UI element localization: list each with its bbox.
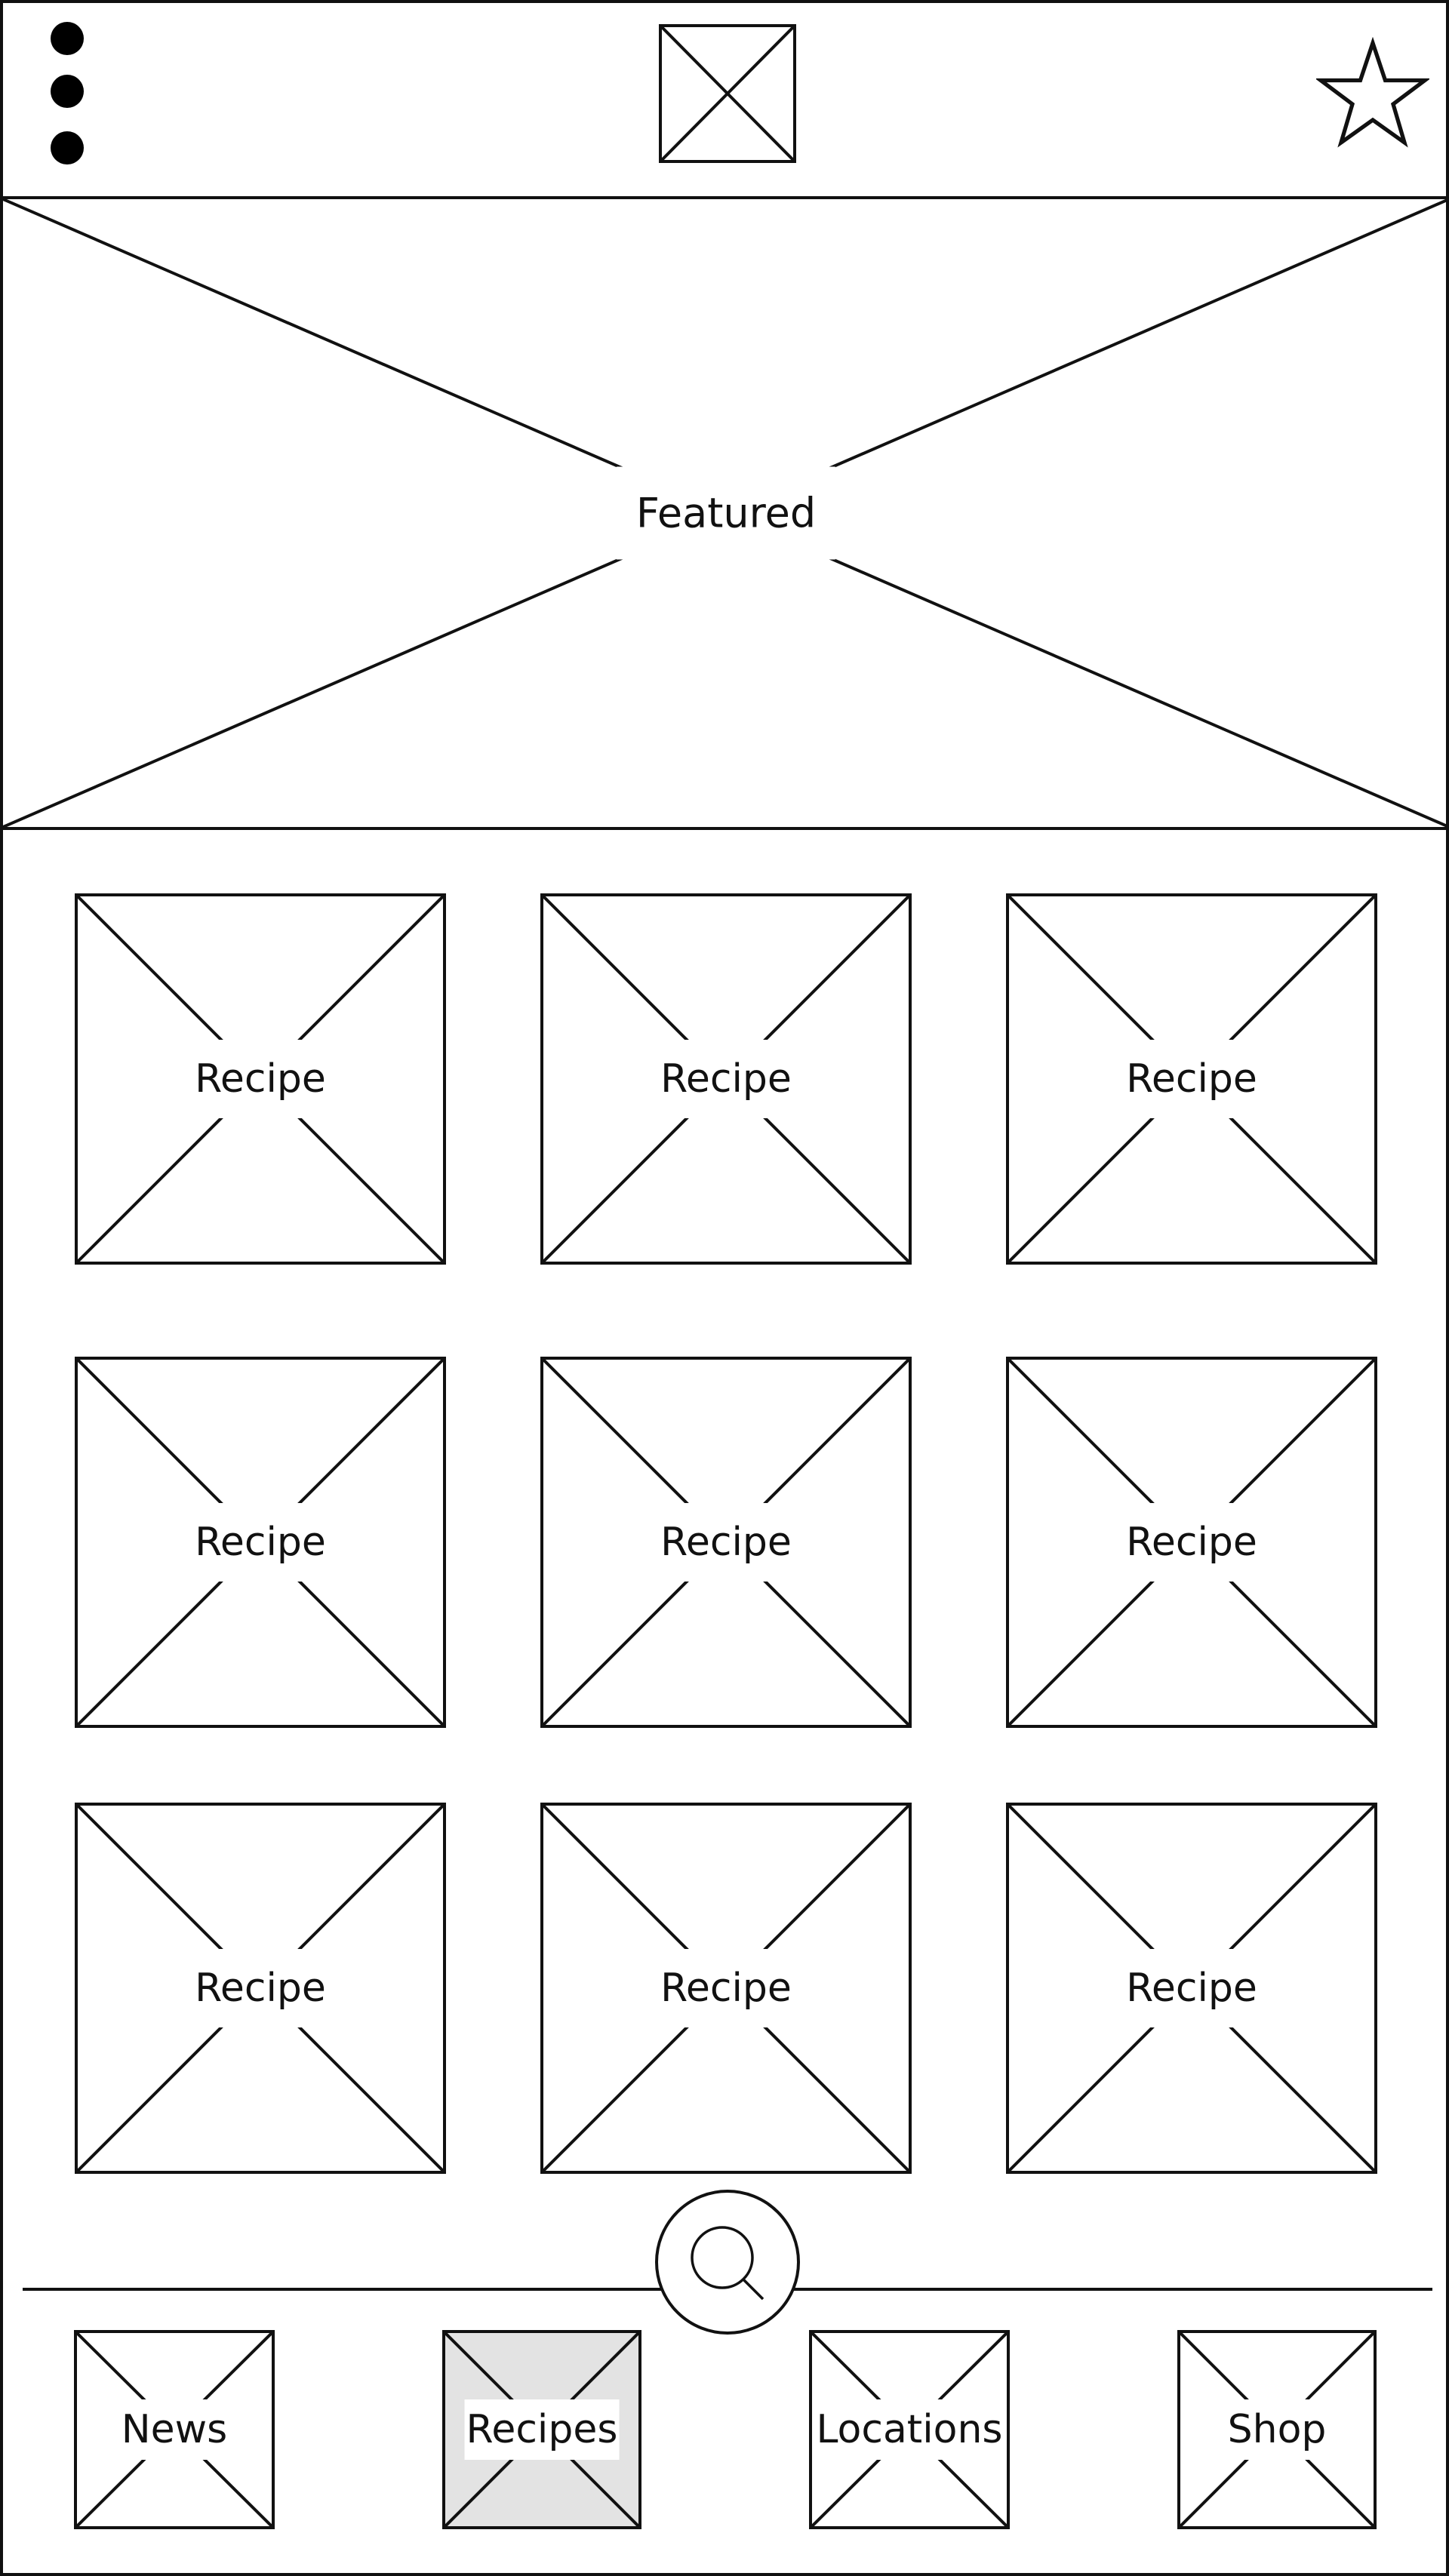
image-placeholder-icon <box>662 27 793 160</box>
recipe-label: Recipe <box>644 1040 808 1118</box>
nav-item-locations[interactable]: Locations <box>809 2330 1010 2529</box>
recipe-card[interactable]: Recipe <box>540 1803 912 2174</box>
search-button[interactable] <box>654 2188 801 2336</box>
nav-item-news[interactable]: News <box>74 2330 275 2529</box>
search-icon <box>691 2226 764 2301</box>
recipe-card[interactable]: Recipe <box>540 1357 912 1728</box>
logo-placeholder <box>659 24 796 163</box>
nav-item-shop[interactable]: Shop <box>1177 2330 1377 2529</box>
recipe-label: Recipe <box>178 1040 343 1118</box>
recipe-card[interactable]: Recipe <box>75 1803 446 2174</box>
recipe-card[interactable]: Recipe <box>540 893 912 1265</box>
recipe-label: Recipe <box>644 1949 808 2027</box>
nav-label: Shop <box>1226 2399 1328 2460</box>
recipe-card[interactable]: Recipe <box>75 893 446 1265</box>
recipe-card[interactable]: Recipe <box>1006 1803 1377 2174</box>
recipe-card[interactable]: Recipe <box>75 1357 446 1728</box>
recipe-label: Recipe <box>644 1503 808 1582</box>
recipe-label: Recipe <box>1109 1949 1274 2027</box>
header-bar <box>3 3 1446 198</box>
featured-banner[interactable]: Featured <box>3 196 1446 830</box>
kebab-menu-icon[interactable] <box>45 18 90 169</box>
featured-label: Featured <box>616 466 836 560</box>
recipe-card[interactable]: Recipe <box>1006 893 1377 1265</box>
nav-label: News <box>119 2399 229 2460</box>
recipe-label: Recipe <box>1109 1040 1274 1118</box>
recipe-label: Recipe <box>178 1949 343 2027</box>
nav-label: Locations <box>814 2399 1004 2460</box>
recipe-card[interactable]: Recipe <box>1006 1357 1377 1728</box>
recipe-label: Recipe <box>178 1503 343 1582</box>
nav-item-recipes[interactable]: Recipes <box>442 2330 641 2529</box>
nav-label: Recipes <box>464 2399 620 2460</box>
star-icon[interactable] <box>1316 37 1429 149</box>
recipe-label: Recipe <box>1109 1503 1274 1582</box>
